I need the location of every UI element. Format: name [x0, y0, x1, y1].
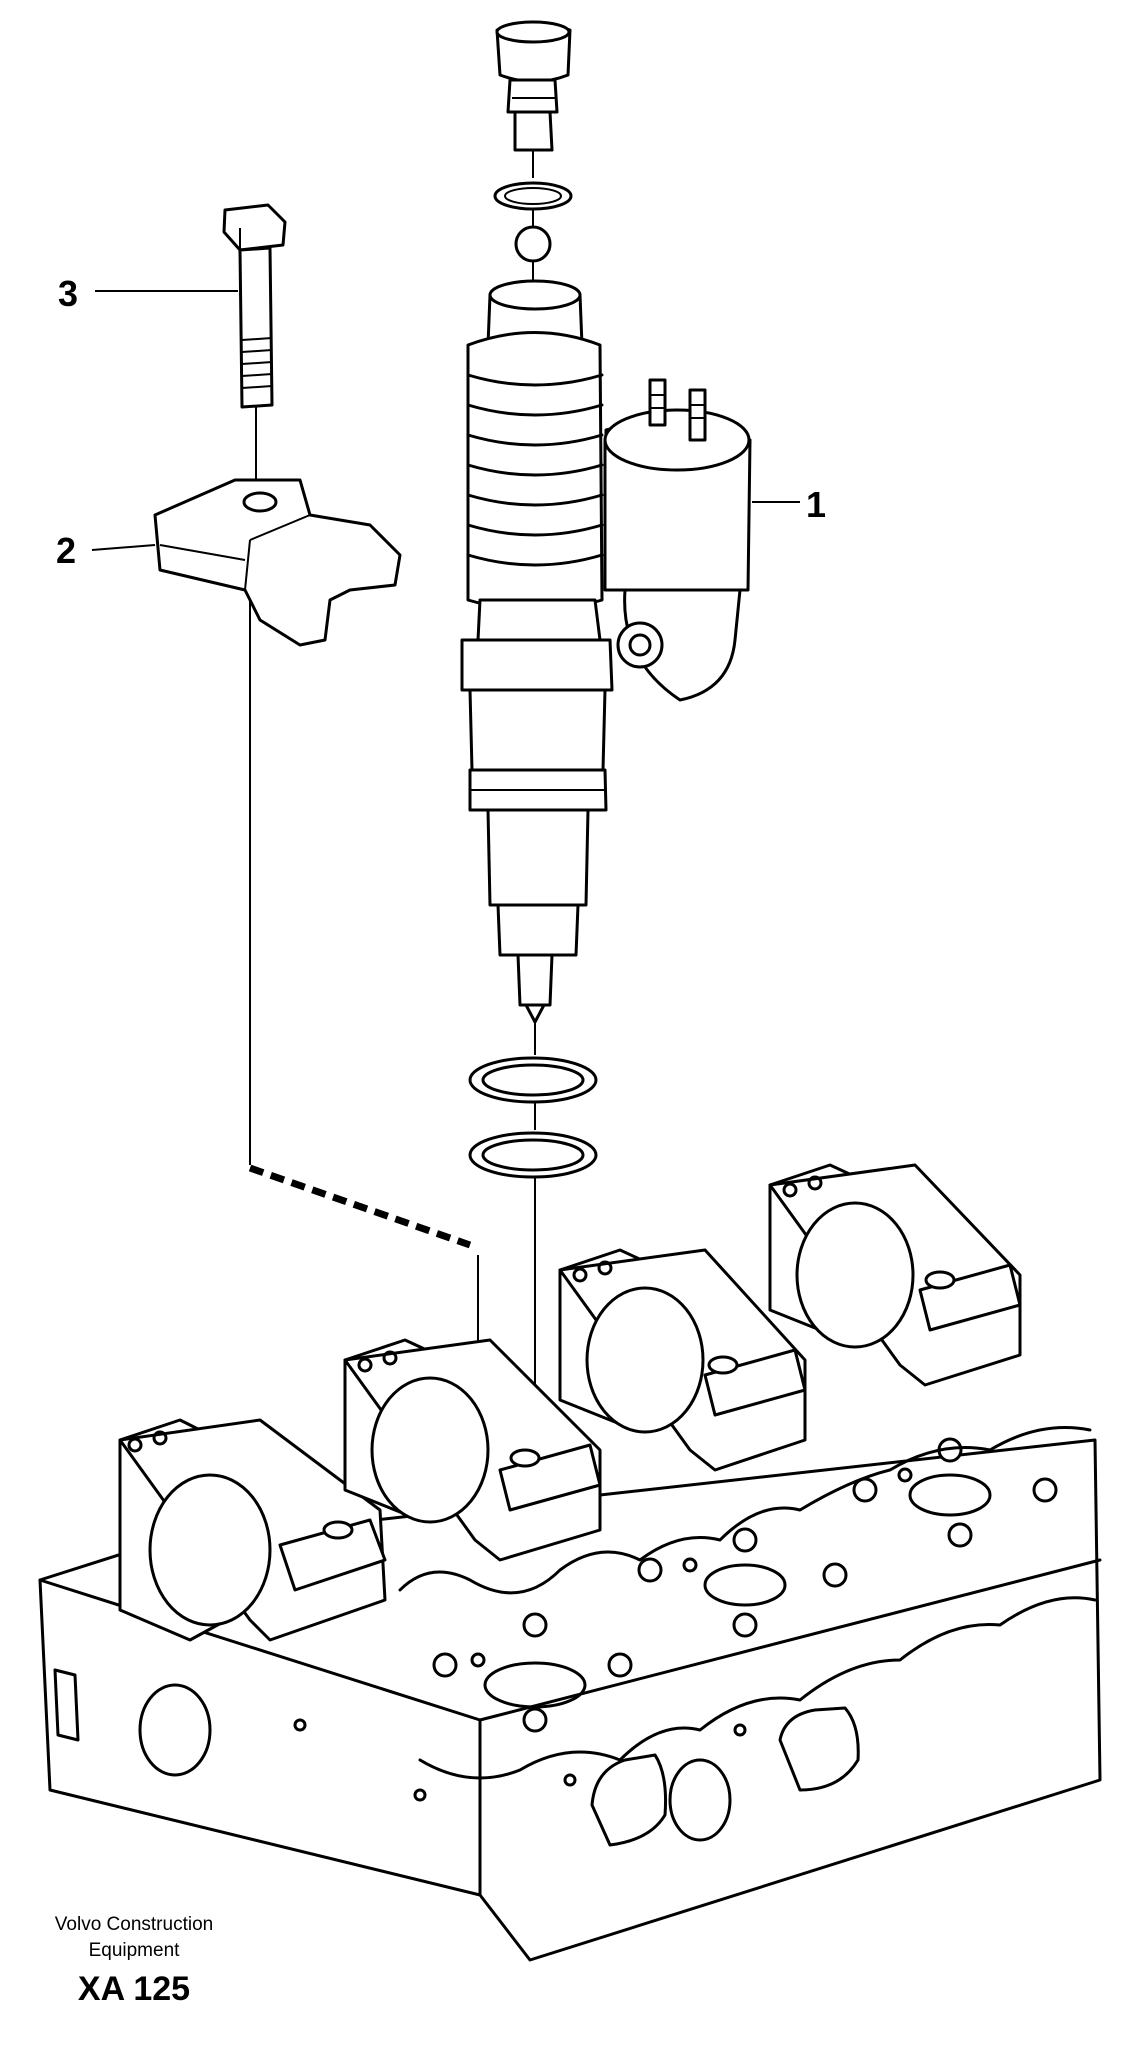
footer-figure-code: XA 125 [78, 1970, 190, 2008]
injector-o-ring-upper [468, 1056, 598, 1104]
cam-tower-4 [768, 1163, 1022, 1387]
unit-injector [460, 279, 614, 1024]
part-label-3: 3 [58, 273, 78, 314]
part-label-2: 2 [56, 530, 76, 571]
ball [514, 210, 552, 290]
footer-company-line2: Equipment [89, 1940, 181, 1961]
clamp [153, 478, 402, 647]
cam-tower-3 [558, 1248, 807, 1472]
injector-o-ring-lower [468, 1131, 598, 1179]
cam-tower-2 [343, 1338, 602, 1562]
cylinder-head [38, 1163, 1102, 1962]
solenoid-valve [603, 378, 752, 702]
cam-tower-1 [118, 1418, 387, 1642]
bolt [222, 203, 287, 480]
top-fitting [495, 20, 572, 178]
leader-line-2 [91, 544, 156, 551]
part-label-1: 1 [806, 484, 826, 525]
fitting-o-ring [493, 181, 573, 211]
footer-company-line1: Volvo Construction [55, 1914, 213, 1935]
